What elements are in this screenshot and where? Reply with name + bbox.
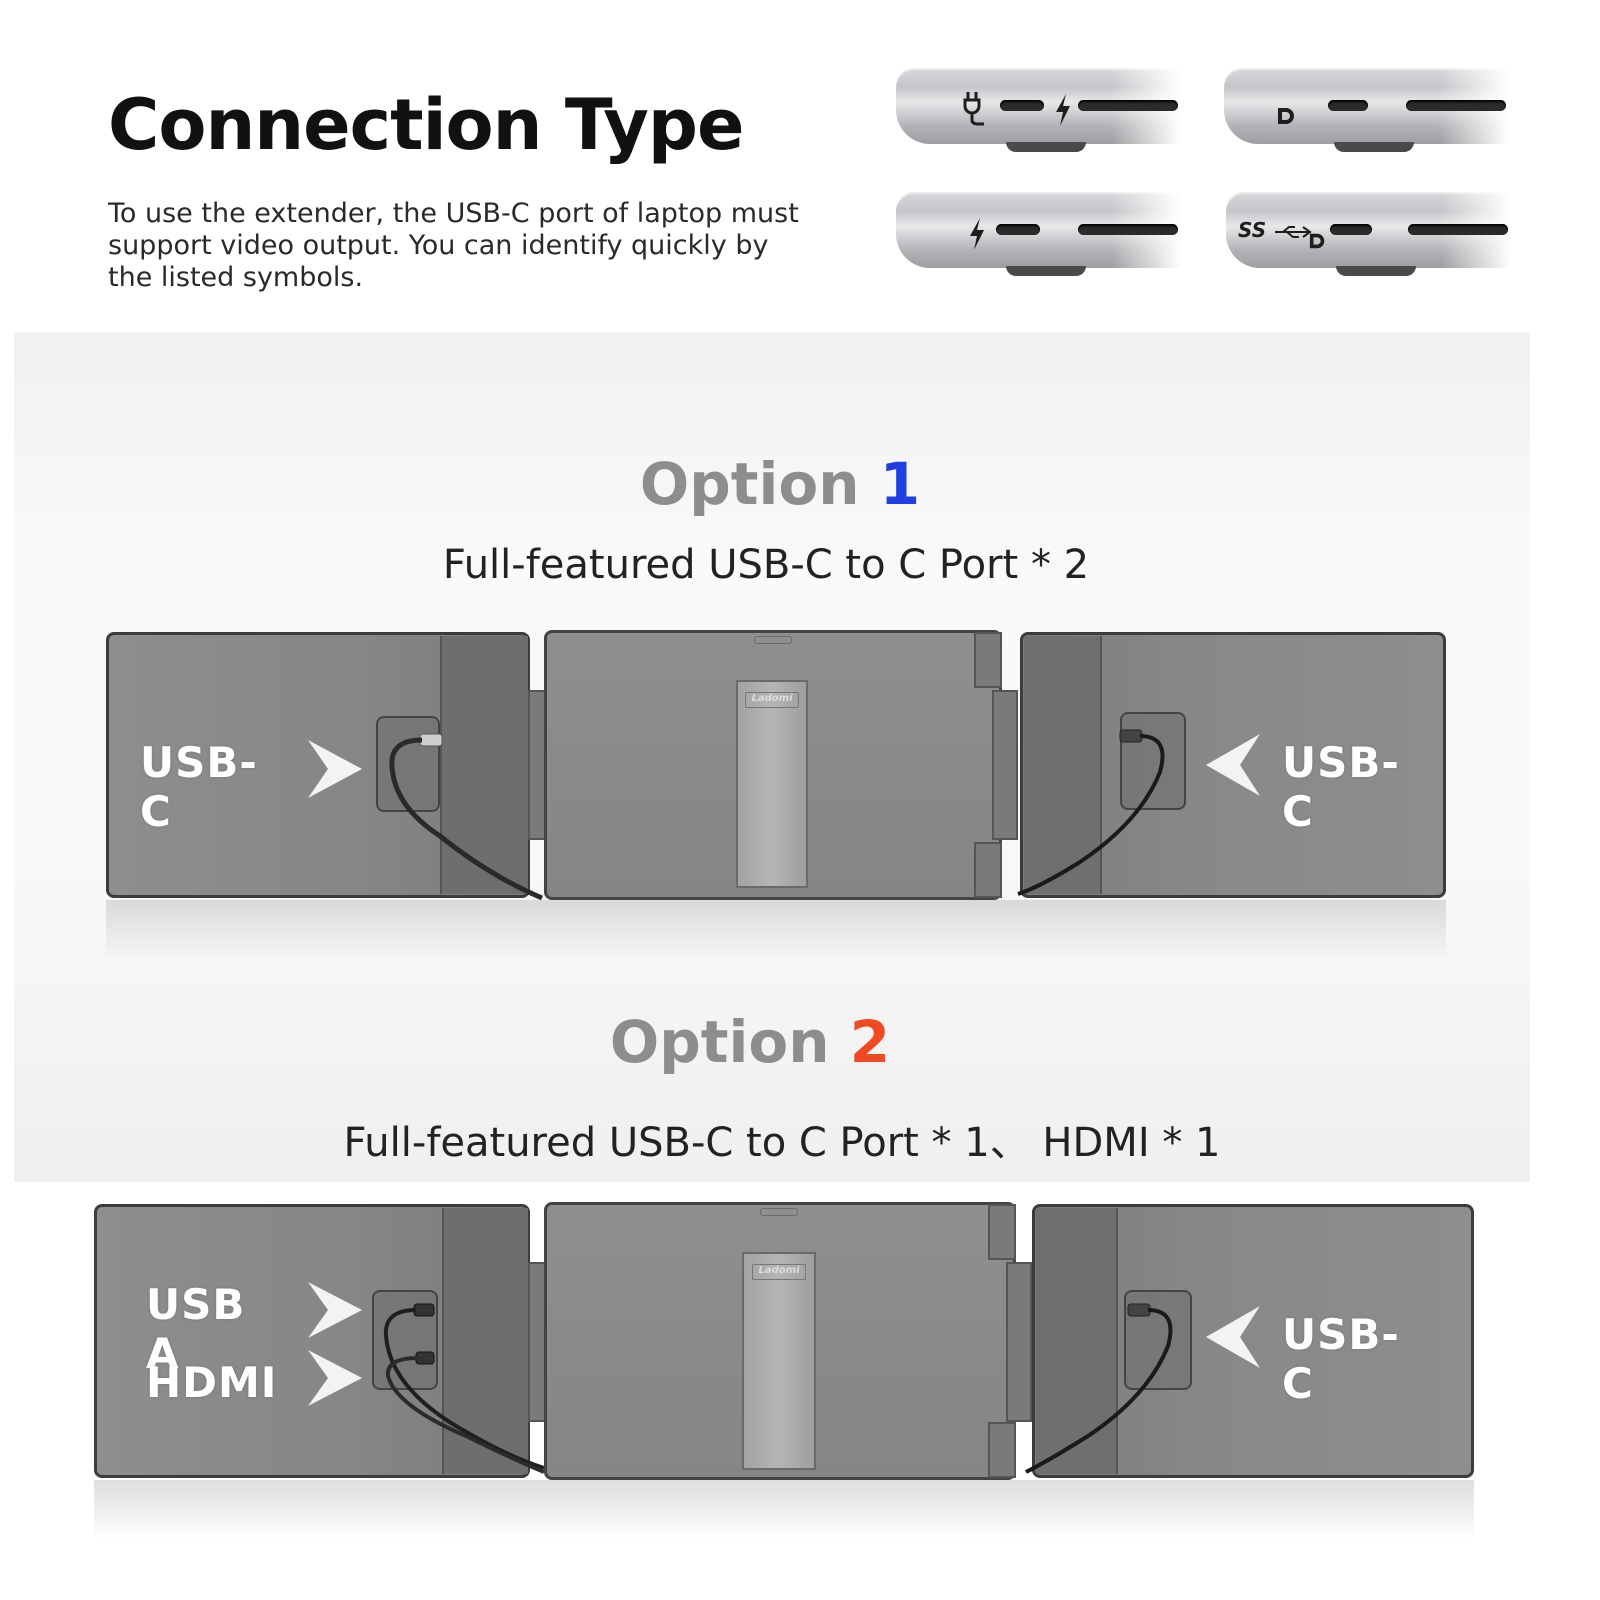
kickstand xyxy=(736,680,808,888)
option1-right-port-label: USB-C xyxy=(1282,738,1400,836)
kickstand xyxy=(742,1252,816,1470)
brand-logo: Ladomi xyxy=(745,692,799,708)
arrow-right-icon xyxy=(308,1350,362,1406)
displayport-icon xyxy=(1276,103,1298,133)
thunderbolt-icon xyxy=(968,218,986,257)
displayport-icon xyxy=(1308,227,1328,257)
cable xyxy=(383,1303,545,1474)
cable xyxy=(1017,729,1165,896)
cable xyxy=(1025,1303,1173,1474)
option1-number: 1 xyxy=(879,450,921,518)
option2-left-port-label-usba: USB A xyxy=(146,1280,246,1378)
arrow-right-icon xyxy=(308,740,362,798)
option2-number: 2 xyxy=(849,1008,891,1076)
arrow-right-icon xyxy=(308,1282,362,1338)
arrow-left-icon xyxy=(1206,1306,1260,1368)
cable xyxy=(389,733,543,901)
thunderbolt-icon xyxy=(1054,94,1072,133)
option1-title: Option 1 xyxy=(639,450,921,518)
page-description: To use the extender, the USB-C port of l… xyxy=(108,198,799,293)
port-recess xyxy=(376,716,440,812)
laptop-port-image xyxy=(896,68,1181,160)
laptop-port-image xyxy=(1224,68,1509,160)
brand-logo: Ladomi xyxy=(752,1264,806,1280)
arrow-left-icon xyxy=(1206,734,1260,796)
option2-left-port-label-hdmi: HDMI xyxy=(146,1358,278,1407)
option2-right-port-label: USB-C xyxy=(1282,1310,1400,1408)
power-plug-icon xyxy=(960,90,986,135)
option1-left-port-label: USB-C xyxy=(140,738,258,836)
option1-subtitle: Full-featured USB-C to C Port * 2 xyxy=(442,542,1090,588)
laptop-port-image xyxy=(896,192,1181,284)
option2-title: Option 2 xyxy=(609,1008,891,1076)
port-recess xyxy=(1120,712,1186,810)
page-title: Connection Type xyxy=(108,84,745,166)
option2-subtitle: Full-featured USB-C to C Port * 1、 HDMI … xyxy=(343,1120,1221,1166)
laptop-port-image: SS xyxy=(1226,192,1511,284)
usb-superspeed-icon: SS xyxy=(1238,218,1313,242)
